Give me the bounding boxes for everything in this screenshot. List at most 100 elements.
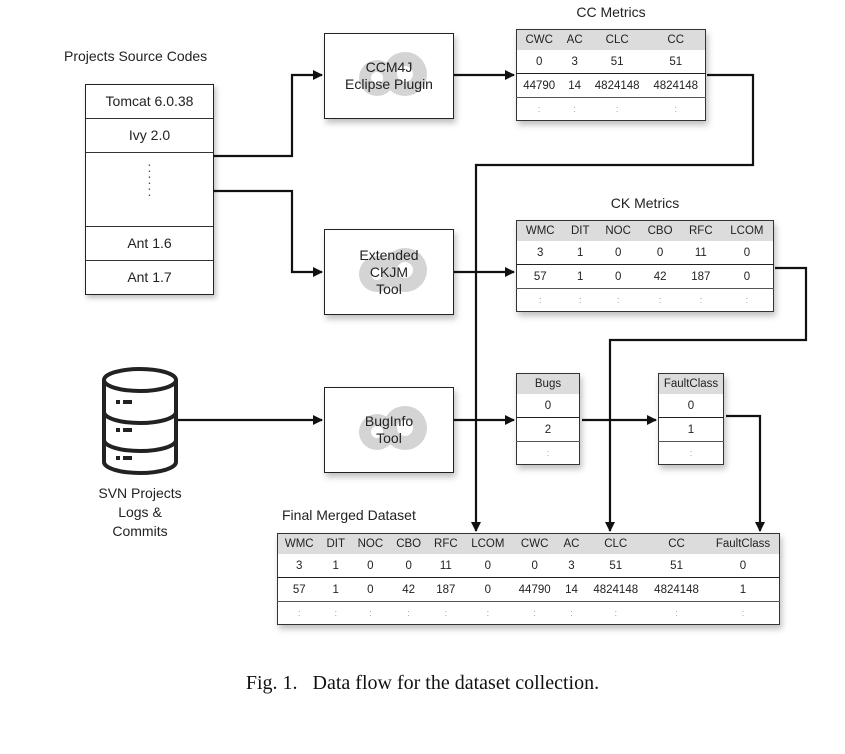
table-cell: : bbox=[616, 295, 620, 305]
arrow-faultclass-to-final bbox=[726, 414, 765, 532]
table-cell: 0 bbox=[464, 554, 512, 578]
column-header: NOC bbox=[596, 220, 640, 241]
table-cell: 0 bbox=[351, 577, 390, 602]
tool-label-line: BugInfo bbox=[364, 413, 414, 429]
database-icon bbox=[102, 367, 178, 475]
table-cell: : bbox=[615, 104, 619, 114]
table-cell: : bbox=[537, 104, 541, 114]
table-cell: 0 bbox=[596, 241, 640, 265]
column-header: CLC bbox=[585, 533, 647, 554]
table-row: 2 bbox=[516, 417, 580, 442]
table-cell: 3 bbox=[277, 554, 321, 578]
table-cell: 51 bbox=[646, 50, 706, 74]
table-cell: 0 bbox=[464, 577, 512, 602]
column-header: RFC bbox=[680, 220, 721, 241]
column-header: AC bbox=[561, 29, 588, 50]
table-cell: 0 bbox=[706, 554, 780, 578]
table-row: 0 bbox=[658, 394, 724, 418]
column-header: WMC bbox=[516, 220, 564, 241]
table-cell: 187 bbox=[427, 577, 465, 602]
table-cell: 11 bbox=[427, 554, 465, 578]
column-header: CWC bbox=[516, 29, 562, 50]
table-cell: 1 bbox=[320, 577, 352, 602]
table-cell: 4824148 bbox=[587, 73, 647, 98]
tool-label-line: Eclipse Plugin bbox=[345, 76, 433, 92]
column-header: WMC bbox=[277, 533, 321, 554]
source-codes-list: Tomcat 6.0.38 Ivy 2.0 : : : Ant 1.6 Ant … bbox=[85, 84, 214, 295]
table-cell: 1 bbox=[658, 417, 724, 442]
table-cell: 0 bbox=[351, 554, 390, 578]
arrow-sources-to-ckjm bbox=[213, 189, 323, 277]
table-cell: : bbox=[570, 608, 573, 618]
table-cell: 44790 bbox=[516, 73, 562, 98]
table-header-row: FaultClass bbox=[658, 373, 724, 394]
source-item: Ivy 2.0 bbox=[86, 119, 213, 153]
table-header-row: Bugs bbox=[516, 373, 580, 394]
table-row: 1 bbox=[658, 417, 724, 442]
source-item: Ant 1.6 bbox=[86, 227, 213, 261]
table-cell: 42 bbox=[389, 577, 428, 602]
column-header: RFC bbox=[427, 533, 465, 554]
arrow-sources-to-ccm4j bbox=[213, 70, 323, 158]
column-header: LCOM bbox=[720, 220, 774, 241]
svn-label-line: SVN Projects bbox=[98, 485, 182, 501]
column-header: CBO bbox=[639, 220, 681, 241]
table-cell: 51 bbox=[646, 554, 707, 578]
table-cell: 51 bbox=[587, 50, 647, 74]
table-row: 0 bbox=[516, 394, 580, 418]
source-codes-title: Projects Source Codes bbox=[64, 48, 208, 64]
column-header: FaultClass bbox=[658, 373, 724, 394]
table-cell: 0 bbox=[516, 50, 562, 74]
table-cell: : bbox=[546, 448, 550, 458]
source-item: Ant 1.7 bbox=[127, 269, 172, 285]
column-header: CBO bbox=[389, 533, 428, 554]
table-cell: : bbox=[675, 608, 678, 618]
table-cell: : bbox=[533, 608, 536, 618]
table-cell: 57 bbox=[516, 264, 564, 289]
table-row: :::: bbox=[517, 98, 706, 121]
table-cell: 2 bbox=[516, 417, 580, 442]
table-cell: : bbox=[745, 295, 749, 305]
column-header: AC bbox=[557, 533, 586, 554]
table-cell: 57 bbox=[277, 577, 321, 602]
gears-icon bbox=[359, 248, 427, 292]
table-cell: 3 bbox=[516, 241, 564, 265]
table-cell: 0 bbox=[720, 264, 774, 289]
table-cell: 1 bbox=[563, 241, 597, 265]
column-header: FaultClass bbox=[706, 533, 780, 554]
tool-label-line: Tool bbox=[376, 430, 402, 446]
table-cell: 4824148 bbox=[585, 577, 647, 602]
source-item: Tomcat 6.0.38 bbox=[86, 85, 213, 119]
table-cell: : bbox=[699, 295, 703, 305]
table-row: : bbox=[659, 442, 724, 465]
table-cell: : bbox=[689, 448, 693, 458]
column-header: CC bbox=[646, 533, 707, 554]
table-cell: : bbox=[407, 608, 410, 618]
table-cell: : bbox=[297, 608, 301, 618]
table-cell: 3 bbox=[557, 554, 586, 578]
final-dataset-title: Final Merged Dataset bbox=[282, 507, 416, 523]
figure-caption: Fig. 1. Data flow for the dataset collec… bbox=[245, 672, 600, 694]
table-cell: 0 bbox=[511, 554, 558, 578]
tool-label-line: Tool bbox=[376, 280, 402, 297]
tool-label-line: CCM4J bbox=[365, 59, 413, 75]
table-cell: 187 bbox=[680, 264, 721, 289]
table-cell: : bbox=[486, 608, 490, 618]
table-cell: 0 bbox=[516, 394, 580, 418]
table-row: ::::::::::: bbox=[278, 602, 780, 625]
table-row: : bbox=[517, 442, 580, 465]
table-cell: 42 bbox=[639, 264, 681, 289]
table-cell: : bbox=[658, 295, 662, 305]
